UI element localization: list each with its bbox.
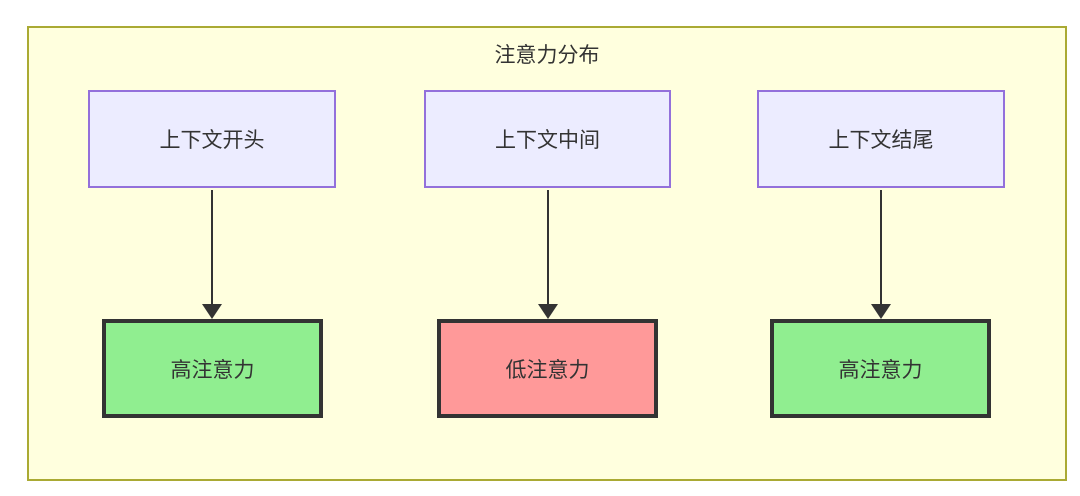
node-context-middle-label: 上下文中间: [495, 129, 600, 152]
diagram-title: 注意力分布: [494, 44, 600, 67]
node-attention-start: 高注意力: [102, 319, 323, 418]
node-attention-end-label: 高注意力: [838, 358, 923, 382]
node-attention-middle-label: 低注意力: [505, 358, 590, 382]
node-context-middle: 上下文中间: [424, 90, 671, 188]
node-attention-middle: 低注意力: [437, 319, 658, 418]
node-attention-start-label: 高注意力: [170, 358, 255, 382]
node-context-start-label: 上下文开头: [159, 129, 265, 152]
node-context-start: 上下文开头: [88, 90, 336, 188]
node-context-end: 上下文结尾: [757, 90, 1005, 188]
node-context-end-label: 上下文结尾: [828, 129, 934, 152]
node-attention-end: 高注意力: [770, 319, 991, 418]
